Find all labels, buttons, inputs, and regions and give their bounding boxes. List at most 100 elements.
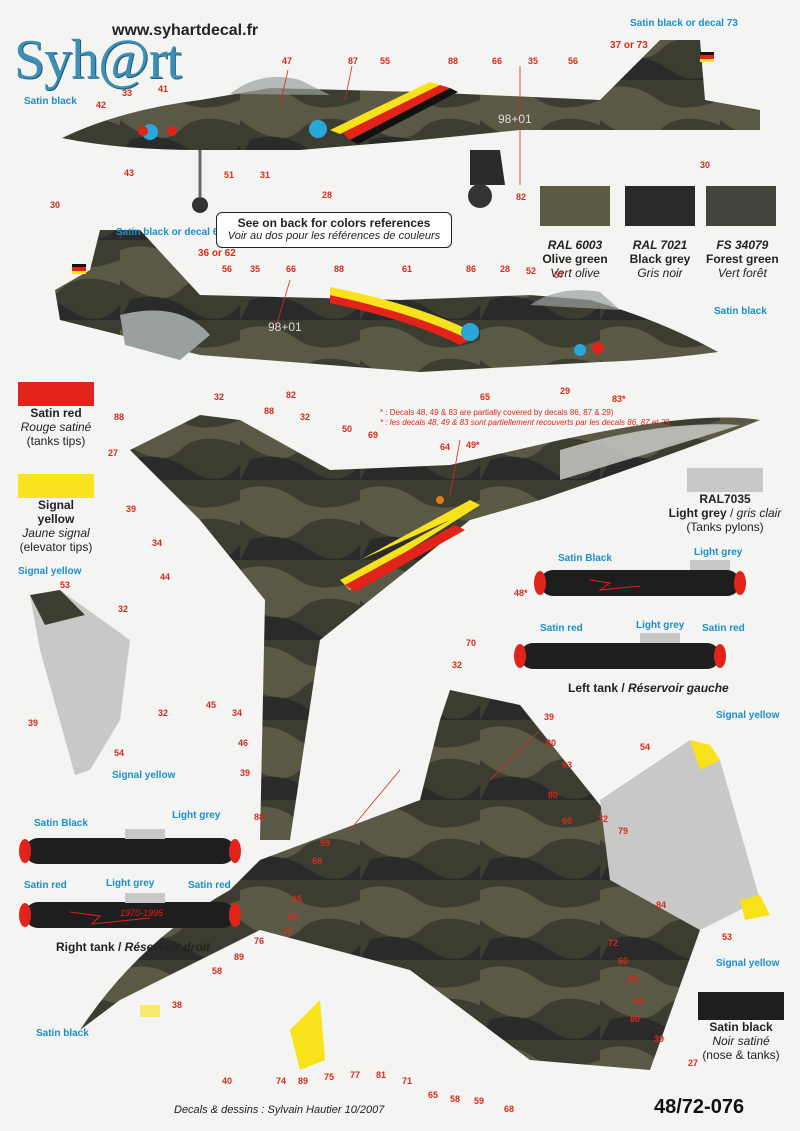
legend-fr: Rouge satiné [20,420,92,434]
swatch-chip [540,186,610,226]
decal-number: 71 [402,1076,413,1086]
decal-number: 38 [172,1000,183,1010]
decal-number: 79 [618,826,629,836]
legend-name: Satin black [709,1020,773,1034]
decal-number: 32 [300,412,311,422]
decal-number: 89 [298,1076,309,1086]
decal-number: 65 [480,392,491,402]
reference-fr: Voir au dos pour les références de coule… [227,230,441,242]
decal-number: 72 [598,814,609,824]
legend-chip [687,468,763,492]
decal-number: 39 [544,712,555,722]
swatch-code: RAL 7021 [632,238,688,252]
decal-number: 32 [158,708,169,718]
decal-number: 56 [222,264,233,274]
legend-name: Satin red [30,406,82,420]
decal-number: 58 [212,966,223,976]
decal-number: 80 [546,738,557,748]
decal-number: 44 [160,572,171,582]
decal-number: 80 [288,912,299,922]
decal-number: 39 [126,504,137,514]
left-tank-fr: Réservoir gauche [628,681,729,695]
decal-number: 55 [380,56,391,66]
decal-number: 46 [238,738,249,748]
decal-number: 83* [612,394,626,404]
right-tank-title: Right tank / Réservoir droit [56,940,210,954]
legend-use: (Tanks pylons) [686,520,764,534]
decal-number: 41 [158,84,169,94]
decal-number: 60 [562,816,573,826]
decal-number: 82 [516,192,527,202]
callout-signal-yellow-1: Signal yellow [18,566,82,577]
decal-number: 53 [60,580,71,590]
sheet-code: 48/72-076 [654,1096,745,1118]
credit-line: Decals & dessins : Sylvain Hautier 10/20… [174,1104,385,1116]
decal-number: 61 [402,264,413,274]
decal-number: 27 [688,1058,699,1068]
decal-number: 75 [324,1072,335,1082]
color-reference-box: See on back for colors references Voir a… [216,212,452,248]
number-36-62: 36 or 62 [198,248,236,259]
left-tank-en: Left tank / [568,681,629,695]
callout-satin-black-nose: Satin black [24,96,77,107]
swatch-name: Olive green [542,252,608,266]
decal-number: 80 [630,1014,641,1024]
callout-right-tank-light-grey: Light grey [172,810,221,821]
decal-number: 33 [122,88,133,98]
legend-use: (elevator tips) [19,540,93,554]
decal-number: 59 [320,838,331,848]
number-37-73: 37 or 73 [610,40,648,51]
decal-number: 60 [618,956,629,966]
decal-number: 35 [528,56,539,66]
fuselage-code-top: 98+01 [498,112,532,126]
side-view-bottom [55,230,718,372]
decal-number: 64 [440,442,451,452]
callout-signal-yellow-4: Signal yellow [716,958,780,969]
decal-number: 43 [124,168,135,178]
website-url: www.syhartdecal.fr [112,22,259,39]
callout-left-tank-satin-red: Satin red [540,623,583,634]
decal-number: 58 [450,1094,461,1104]
swatch-fr: Vert olive [550,266,600,280]
legend-fr: gris clair [736,506,782,520]
decal-number: 76 [254,936,265,946]
decal-number: 80 [628,974,639,984]
right-tank-en: Right tank / [56,940,125,954]
decal-number: 66 [286,264,297,274]
decal-number: 29 [560,386,571,396]
callout-right-tank-satin-black: Satin Black [34,818,88,829]
decal-number: 32 [118,604,129,614]
decal-number: 47 [282,56,293,66]
decal-number: 45 [206,700,217,710]
top-view [30,415,760,840]
decal-number: 82 [286,390,297,400]
decal-number: 88 [114,412,125,422]
decal-number: 35 [250,264,261,274]
left-tank-drawing [514,560,746,669]
callout-satin-black-nose-2: Satin black [714,306,767,317]
decal-number: 28 [500,264,511,274]
decal-number: 39 [240,768,251,778]
decal-number: 56 [568,56,579,66]
decal-number: 88 [264,406,275,416]
decal-number: 51 [224,170,235,180]
decal-number: 63 [562,760,573,770]
decal-number: 72 [608,938,619,948]
decal-number: 87 [348,56,359,66]
swatch-fs-34079: FS 34079 Forest green Vert forêt [706,186,779,280]
swatch-code: RAL 6003 [547,238,603,252]
decal-number: 30 [700,160,711,170]
legend-use: (nose & tanks) [702,1048,780,1062]
legend-chip [18,382,94,406]
decal-number: 57 [554,270,565,280]
callout-right-tank-satin-red-2: Satin red [188,880,231,891]
callout-left-tank-satin-red-2: Satin red [702,623,745,634]
left-tank-title: Left tank / Réservoir gauche [568,681,729,695]
decal-number: 77 [282,928,293,938]
right-tank-fr: Réservoir droit [124,940,211,954]
decal-number: 77 [350,1070,361,1080]
